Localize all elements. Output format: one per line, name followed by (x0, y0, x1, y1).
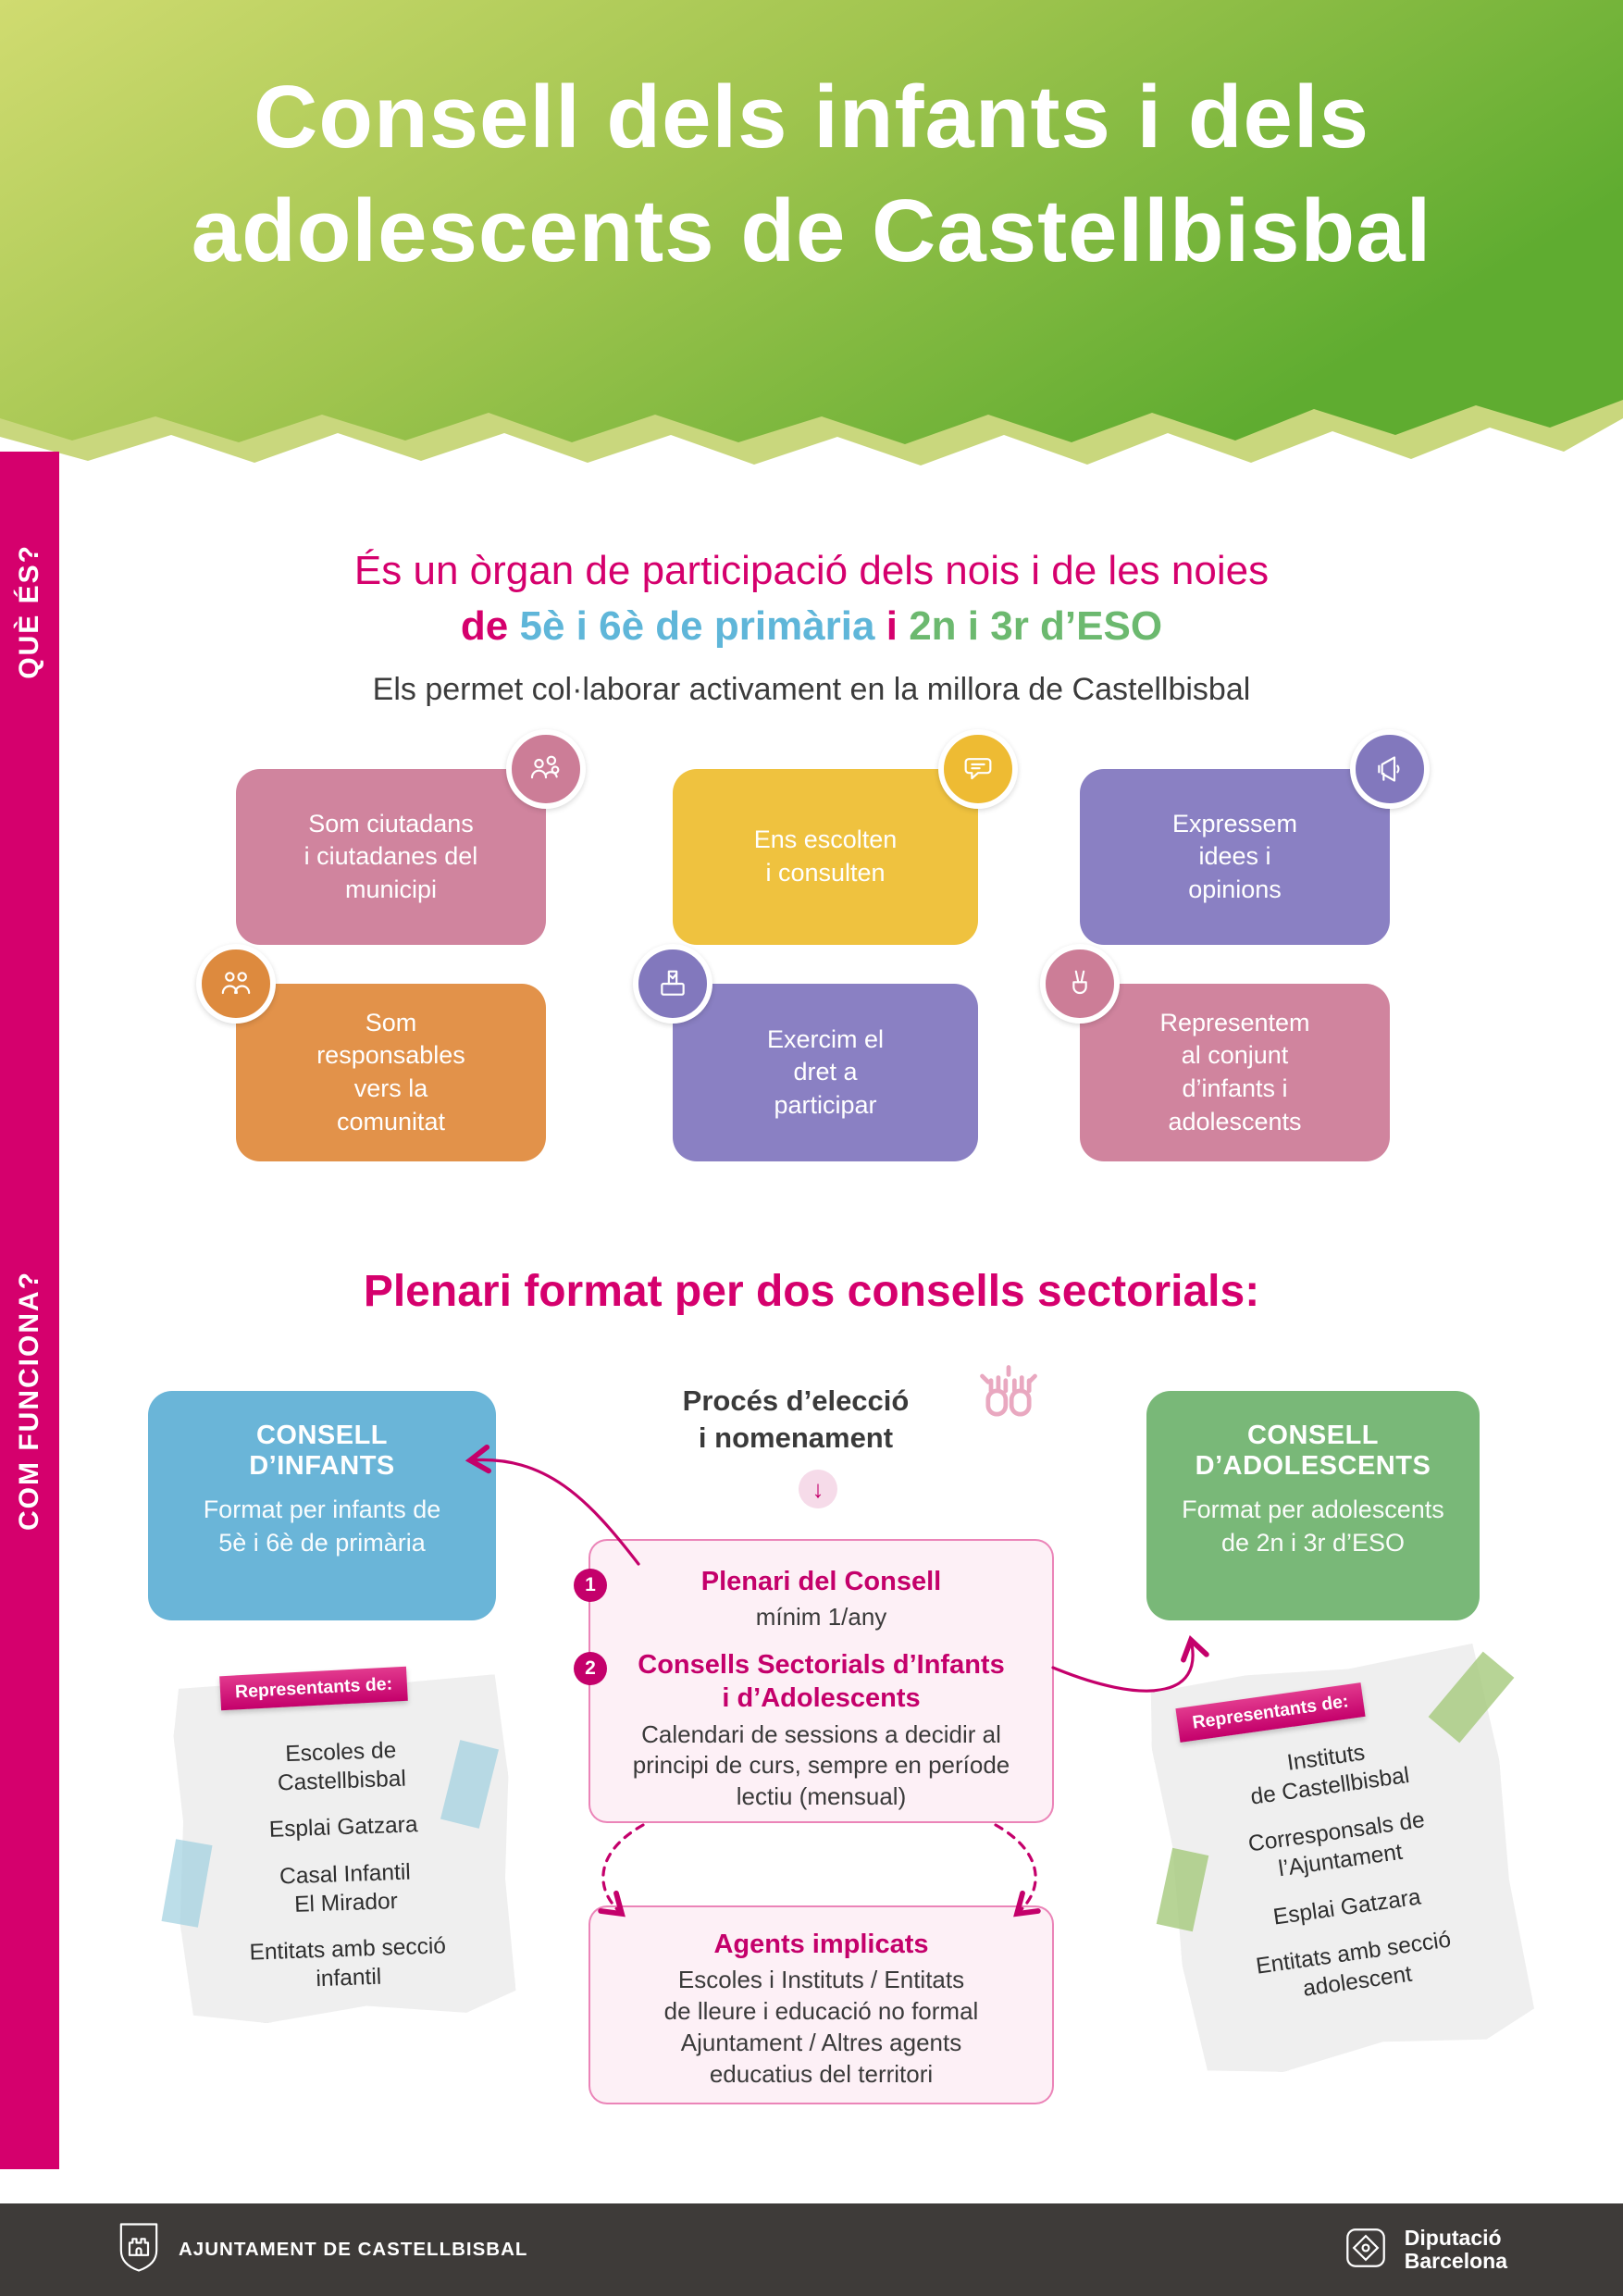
diputacio-label-line2: Barcelona (1404, 2249, 1507, 2273)
step-1-body: mínim 1/any (755, 1603, 887, 1632)
agents-title: Agents implicats (713, 1930, 929, 1959)
consell-adolescents-title: CONSELL D’ADOLESCENTS (1195, 1421, 1431, 1481)
consell-adolescents-box: CONSELL D’ADOLESCENTS Format per adolesc… (1146, 1391, 1480, 1620)
benefit-card-escolten: Ens escolten i consulten (673, 729, 1018, 945)
benefit-card-ciutadans: Som ciutadans i ciutadanes del municipi (236, 729, 586, 945)
step-2-number: 2 (574, 1652, 607, 1685)
diputacio-label: Diputació Barcelona (1404, 2225, 1507, 2274)
poster-title: Consell dels infants i dels adolescents … (191, 68, 1432, 280)
benefit-card-text: Exercim el dret a participar (766, 1024, 885, 1119)
how-heading: Plenari format per dos consells sectoria… (363, 1267, 1260, 1316)
benefit-card-text: Som ciutadans i ciutadanes del municipi (304, 809, 478, 903)
intro-line2-primaria: 5è i 6è de primària (519, 603, 875, 649)
step-2-body: Calendari de sessions a decidir al princ… (632, 1719, 1010, 1811)
community-icon (196, 944, 276, 1024)
consell-infants-subtitle: Format per infants de 5è i 6è de primàri… (203, 1496, 441, 1558)
process-title: Procés d’elecció i nomenament (682, 1384, 910, 1455)
down-arrow-glyph: ↓ (812, 1474, 824, 1503)
step-1-number: 1 (574, 1569, 607, 1602)
diputacio-logo-group: Diputació Barcelona (1344, 2226, 1507, 2275)
footer-bar: AJUNTAMENT DE CASTELLBISBAL Diputació Ba… (0, 2203, 1623, 2296)
benefit-card-responsables: Som responsables vers la comunitat (196, 944, 546, 1161)
intro-line2-eso: 2n i 3r d’ESO (909, 603, 1163, 649)
castle-shield-icon (116, 2221, 162, 2278)
ajuntament-label: AJUNTAMENT DE CASTELLBISBAL (179, 2239, 528, 2260)
citizens-group-icon (506, 729, 586, 809)
list-item: Entitats amb secció infantil (249, 1933, 447, 1992)
raised-hands-icon (973, 1359, 1044, 1433)
diputacio-label-line1: Diputació (1404, 2225, 1502, 2250)
megaphone-icon (1350, 729, 1430, 809)
intro-line-2: de 5è i 6è de primària i 2n i 3r d’ESO (0, 603, 1623, 650)
header-banner: Consell dels infants i dels adolescents … (0, 0, 1623, 481)
left-note-list: Escoles de Castellbisbal Esplai Gatzara … (172, 1674, 516, 1999)
benefit-card-expressem: Expressem idees i opinions (1080, 729, 1430, 945)
benefit-card-text: Som responsables vers la comunitat (316, 1008, 465, 1136)
speech-bubble-icon (938, 729, 1018, 809)
consell-adolescents-subtitle: Format per adolescents de 2n i 3r d’ESO (1182, 1496, 1444, 1558)
benefit-card-representem: Representem al conjunt d’infants i adole… (1040, 944, 1390, 1161)
torn-paper-header-background (0, 0, 1623, 465)
peace-hand-icon (1040, 944, 1120, 1024)
benefit-card-text: Expressem idees i opinions (1171, 809, 1298, 903)
vote-icon (633, 944, 712, 1024)
consell-infants-title: CONSELL D’INFANTS (249, 1421, 395, 1481)
steps-panel: 1 Plenari del Consell mínim 1/any 2 Cons… (574, 1539, 1054, 1823)
intro-line-3: Els permet col·laborar activament en la … (372, 672, 1251, 707)
ajuntament-logo-group: AJUNTAMENT DE CASTELLBISBAL (116, 2221, 527, 2278)
down-arrow-icon: ↓ (799, 1470, 837, 1508)
intro-line2-prefix: de (460, 603, 509, 649)
intro-line-1: És un òrgan de participació dels nois i … (353, 548, 1270, 593)
intro-line2-mid: i (886, 603, 898, 649)
diputacio-barcelona-logo (1344, 2226, 1388, 2275)
list-item: Casal Infantil El Mirador (279, 1859, 412, 1917)
benefit-card-participar: Exercim el dret a participar (633, 944, 978, 1161)
agents-panel: Agents implicats Escoles i Instituts / E… (588, 1905, 1054, 2104)
step-1-title: Plenari del Consell (700, 1567, 942, 1596)
consell-infants-box: CONSELL D’INFANTS Format per infants de … (148, 1391, 496, 1620)
sidebar-strip: QUÈ ÉS? COM FUNCIONA? (0, 452, 59, 2169)
agents-body: Escoles i Instituts / Entitats de lleure… (663, 1966, 979, 2088)
left-representants-note: Escoles de Castellbisbal Esplai Gatzara … (172, 1674, 517, 2026)
benefit-card-text: Representem al conjunt d’infants i adole… (1159, 1008, 1310, 1136)
step-2-title: Consells Sectorials d’Infants i d’Adoles… (638, 1650, 1005, 1714)
benefit-card-text: Ens escolten i consulten (753, 825, 898, 887)
